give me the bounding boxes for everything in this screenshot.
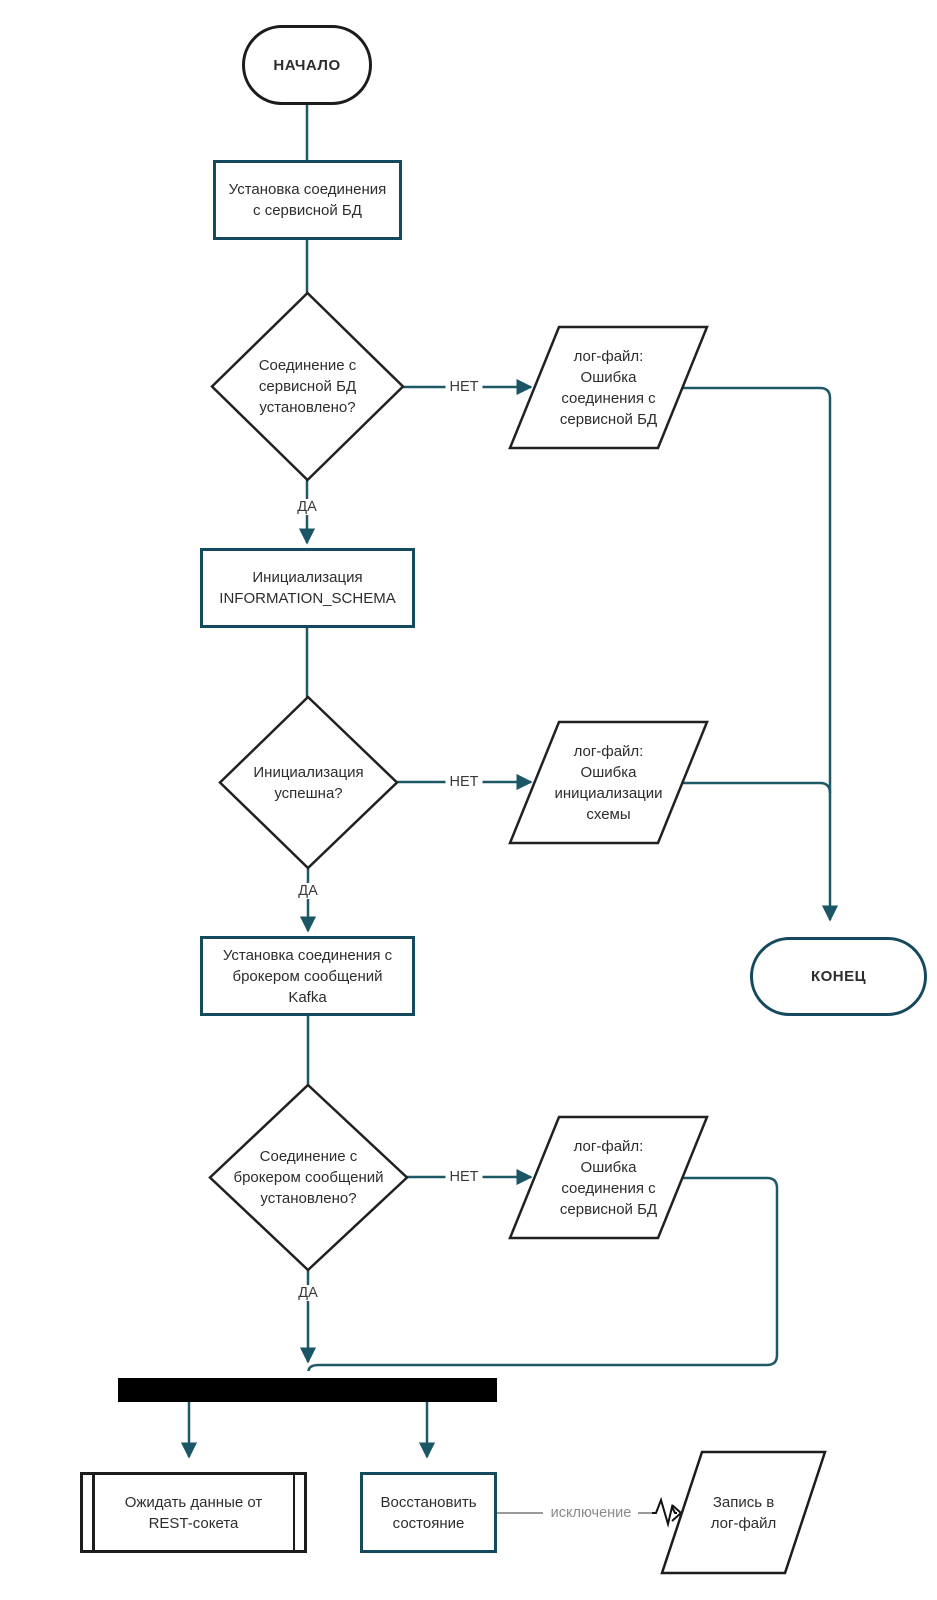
zigzag-interrupt-icon [652,1496,677,1528]
terminal-end-label: КОНЕЦ [810,968,867,985]
decision-kafka-connected-shape [208,1083,409,1272]
edge-log3-join-yes3 [307,1176,779,1372]
process-init-schema: Инициализация INFORMATION_SCHEMA [200,548,415,628]
subprocess-wait-rest-label: Ожидать данные от REST-сокета [124,1493,263,1532]
io-log-db-error-shape [508,325,709,450]
decision-init-ok-shape [218,695,399,870]
process-connect-db: Установка соединения с сервисной БД [213,160,402,240]
process-connect-kafka: Установка соединения с брокером сообщени… [200,936,415,1016]
terminal-start-label: НАЧАЛО [273,56,341,74]
process-restore-state: Восстановить состояние [360,1472,497,1553]
subprocess-wait-rest: Ожидать данные от REST-сокета [80,1472,307,1553]
edge-label-yes2: ДА [294,883,322,899]
process-connect-kafka-label: Установка соединения с брокером сообщени… [222,946,393,1006]
edge-label-exception: исключение [546,1505,636,1521]
edge-log2-join-trunk [683,781,832,794]
process-restore-state-label: Восстановить состояние [380,1493,477,1532]
edge-label-yes3: ДА [294,1285,322,1301]
decision-db-connected-shape [210,291,405,482]
subprocess-left-strut [92,1475,95,1550]
fork-bar [118,1378,497,1402]
subprocess-right-strut [292,1475,295,1550]
edge-label-no3: НЕТ [445,1169,483,1185]
edge-log1-to-end [682,386,839,922]
process-connect-db-label: Установка соединения с сервисной БД [228,181,387,219]
terminal-start: НАЧАЛО [242,25,372,105]
edge-label-no2: НЕТ [445,774,483,790]
terminal-end: КОНЕЦ [750,937,927,1016]
edge-label-no1: НЕТ [445,379,483,395]
io-log-kafka-error-shape [508,1115,709,1240]
process-init-schema-label: Инициализация INFORMATION_SCHEMA [219,569,396,607]
io-log-init-error-shape [508,720,709,845]
edge-label-yes1: ДА [293,499,321,515]
io-log-write-shape [660,1450,827,1575]
